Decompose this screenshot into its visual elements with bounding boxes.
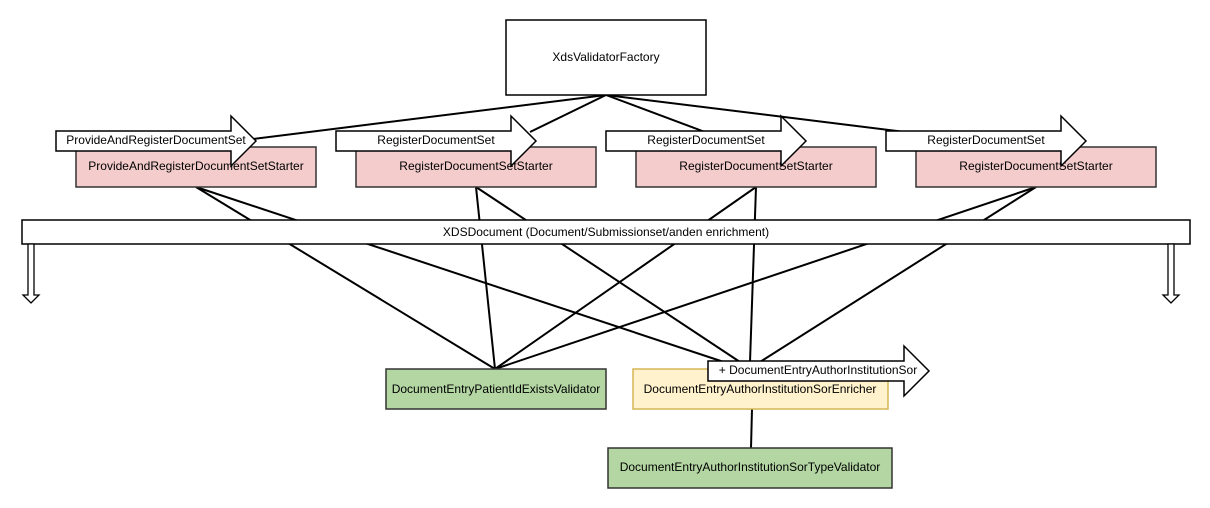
edge-starter-4-enricher — [759, 186, 1037, 363]
edge-starter-1-patient — [195, 186, 496, 370]
xds-document-label: XDSDocument (Document/Submissionset/ande… — [443, 225, 769, 239]
left-down-arrow-icon — [21, 243, 41, 304]
starter-node-4: RegisterDocumentSetStarter — [915, 146, 1157, 188]
type-validator-node: DocumentEntryAuthorInstitutionSorTypeVal… — [607, 447, 893, 489]
type-validator-label: DocumentEntryAuthorInstitutionSorTypeVal… — [620, 460, 881, 474]
starter-arrow-2: RegisterDocumentSet — [335, 114, 538, 168]
edge-starter-3-enricher — [749, 186, 757, 363]
starter-arrow-label: RegisterDocumentSet — [647, 133, 765, 147]
starter-label: RegisterDocumentSetStarter — [959, 159, 1112, 173]
starter-node-2: RegisterDocumentSetStarter — [355, 146, 597, 188]
patient-validator-node: DocumentEntryPatientIdExistsValidator — [385, 368, 607, 410]
starter-label: RegisterDocumentSetStarter — [399, 159, 552, 173]
right-down-arrow-icon — [1161, 243, 1181, 304]
edge-starter-3-patient — [494, 186, 757, 370]
starter-arrow-1: ProvideAndRegisterDocumentSet — [55, 114, 258, 168]
edge-factory-starter-3 — [605, 94, 706, 133]
factory-label: XdsValidatorFactory — [552, 50, 659, 64]
starter-label: RegisterDocumentSetStarter — [679, 159, 832, 173]
edge-starter-4-patient — [494, 186, 1037, 370]
starter-arrow-4: RegisterDocumentSet — [885, 114, 1088, 168]
edge-factory-starter-4 — [605, 94, 906, 133]
starter-arrow-label: RegisterDocumentSet — [377, 133, 495, 147]
enricher-arrow-label: + DocumentEntryAuthorInstitutionSor — [719, 363, 917, 377]
starter-node-1: ProvideAndRegisterDocumentSetStarter — [75, 146, 317, 188]
edge-starter-2-enricher — [475, 186, 741, 363]
starter-arrow-label: RegisterDocumentSet — [927, 133, 1045, 147]
enricher-label: DocumentEntryAuthorInstitutionSorEnriche… — [644, 382, 877, 396]
edge-enricher-type-validator — [750, 408, 753, 449]
starter-label: ProvideAndRegisterDocumentSetStarter — [88, 159, 303, 173]
patient-validator-label: DocumentEntryPatientIdExistsValidator — [392, 382, 601, 396]
edge-factory-starter-2 — [529, 94, 607, 133]
edge-starter-2-patient — [475, 186, 496, 370]
starter-arrow-3: RegisterDocumentSet — [605, 114, 808, 168]
enricher-arrow: + DocumentEntryAuthorInstitutionSor — [707, 344, 931, 398]
edge-starter-1-enricher — [195, 186, 746, 370]
connectors — [195, 94, 1037, 449]
starter-arrow-label: ProvideAndRegisterDocumentSet — [66, 133, 246, 147]
edge-factory-starter-1 — [244, 94, 607, 141]
xds-document-bar: XDSDocument (Document/Submissionset/ande… — [21, 219, 1191, 245]
starter-node-3: RegisterDocumentSetStarter — [635, 146, 877, 188]
factory-node: XdsValidatorFactory — [505, 19, 707, 96]
